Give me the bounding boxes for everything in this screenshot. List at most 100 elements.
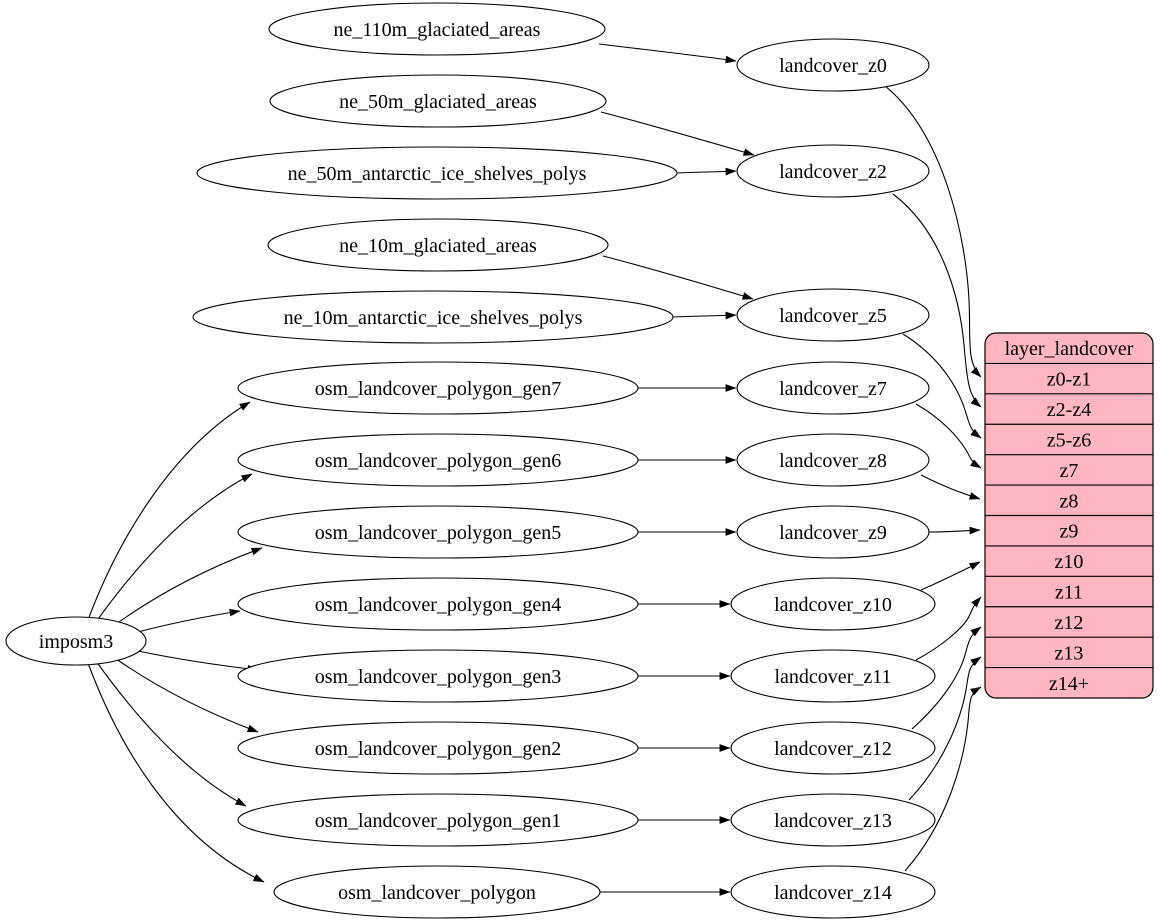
edge-landcover-z11-to-layer-landcover-z11 [915,596,982,661]
node-shape-landcover-z0 [736,38,930,92]
edge-ne-110m-glaciated-areas-to-landcover-z0 [598,43,737,64]
edges-layer [87,43,982,896]
node-shape-imposm3 [5,616,147,666]
node-shape-landcover-z10 [730,577,936,631]
node-landcover-z8: landcover_z8 [736,433,930,487]
node-shape-osm-landcover-polygon-gen4 [237,577,639,631]
node-landcover-z13: landcover_z13 [730,793,936,847]
edge-imposm3-to-osm-landcover-polygon-gen6 [95,473,253,623]
record-row-z5-z6: z5-z6 [1047,429,1091,451]
node-label-osm-landcover-polygon-gen1: osm_landcover_polygon_gen1 [315,810,562,832]
node-landcover-z12: landcover_z12 [730,721,936,775]
node-osm-landcover-polygon-gen5: osm_landcover_polygon_gen5 [237,505,639,559]
node-osm-landcover-polygon-gen7: osm_landcover_polygon_gen7 [237,361,639,415]
node-shape-osm-landcover-polygon [273,865,601,919]
node-label-landcover-z9: landcover_z9 [779,522,887,544]
edge-imposm3-to-osm-landcover-polygon-gen2 [111,655,259,733]
node-label-landcover-z11: landcover_z11 [775,666,892,688]
node-label-ne-10m-antarctic-ice-shelves-polys: ne_10m_antarctic_ice_shelves_polys [284,307,583,329]
node-label-landcover-z2: landcover_z2 [779,161,887,183]
node-label-ne-50m-antarctic-ice-shelves-polys: ne_50m_antarctic_ice_shelves_polys [288,163,587,185]
edge-landcover-z14-to-layer-landcover-z14 [904,686,982,872]
node-label-landcover-z10: landcover_z10 [774,594,892,616]
edge-landcover-z12-to-layer-landcover-z12 [911,626,982,730]
node-shape-landcover-z7 [736,361,930,415]
node-landcover-z5: landcover_z5 [736,288,930,342]
edge-imposm3-to-osm-landcover-polygon-gen7 [87,401,251,621]
node-landcover-z14: landcover_z14 [730,865,936,919]
node-landcover-z0: landcover_z0 [736,38,930,92]
node-shape-osm-landcover-polygon-gen1 [237,793,639,847]
node-osm-landcover-polygon-gen4: osm_landcover_polygon_gen4 [237,577,639,631]
node-label-landcover-z7: landcover_z7 [779,378,887,400]
record-row-z14plus: z14+ [1049,673,1089,695]
node-label-ne-50m-glaciated-areas: ne_50m_glaciated_areas [339,91,537,113]
edge-ne-10m-glaciated-areas-to-landcover-z5 [602,255,754,300]
node-osm-landcover-polygon-gen3: osm_landcover_polygon_gen3 [237,649,639,703]
node-landcover-z10: landcover_z10 [730,577,936,631]
node-shape-landcover-z12 [730,721,936,775]
record-layer-landcover: layer_landcoverz0-z1z2-z4z5-z6z7z8z9z10z… [984,332,1154,699]
edge-landcover-z13-to-layer-landcover-z13 [908,656,982,801]
node-shape-osm-landcover-polygon-gen7 [237,361,639,415]
edge-landcover-z5-to-layer-landcover-z5-z6 [902,333,982,439]
edge-imposm3-to-osm-landcover-polygon-gen3 [137,650,259,673]
edge-ne-50m-glaciated-areas-to-landcover-z2 [600,111,755,156]
node-shape-landcover-z8 [736,433,930,487]
node-landcover-z9: landcover_z9 [736,505,930,559]
record-row-z8: z8 [1060,490,1079,512]
node-osm-landcover-polygon-gen6: osm_landcover_polygon_gen6 [237,433,639,487]
record-row-z13: z13 [1055,642,1084,664]
record-layer: layer_landcoverz0-z1z2-z4z5-z6z7z8z9z10z… [984,332,1154,699]
node-osm-landcover-polygon-gen2: osm_landcover_polygon_gen2 [237,721,639,775]
edge-landcover-z0-to-layer-landcover-z0-z1 [884,85,982,378]
node-shape-landcover-z11 [730,649,936,703]
node-ne-110m-glaciated-areas: ne_110m_glaciated_areas [268,2,606,56]
node-label-landcover-z12: landcover_z12 [774,738,892,760]
record-title: layer_landcover [1005,338,1134,360]
edge-imposm3-to-osm-landcover-polygon-gen4 [137,608,241,633]
node-shape-landcover-z14 [730,865,936,919]
node-label-osm-landcover-polygon-gen2: osm_landcover_polygon_gen2 [315,738,562,760]
record-row-z0-z1: z0-z1 [1047,369,1091,391]
node-label-landcover-z8: landcover_z8 [779,450,887,472]
edge-imposm3-to-osm-landcover-polygon [87,662,265,883]
node-shape-landcover-z13 [730,793,936,847]
node-shape-ne-50m-antarctic-ice-shelves-polys [196,146,678,200]
node-osm-landcover-polygon: osm_landcover_polygon [273,865,601,919]
node-osm-landcover-polygon-gen1: osm_landcover_polygon_gen1 [237,793,639,847]
node-label-landcover-z0: landcover_z0 [779,55,887,77]
edge-landcover-z7-to-layer-landcover-z7 [915,403,982,469]
edge-landcover-z8-to-layer-landcover-z8 [920,474,981,500]
node-label-osm-landcover-polygon-gen3: osm_landcover_polygon_gen3 [315,666,562,688]
node-imposm3: imposm3 [5,616,147,666]
node-label-ne-10m-glaciated-areas: ne_10m_glaciated_areas [339,235,537,257]
edge-ne-10m-antarctic-ice-shelves-polys-to-landcover-z5 [672,311,737,320]
node-landcover-z7: landcover_z7 [736,361,930,415]
record-row-z2-z4: z2-z4 [1047,399,1091,421]
node-ne-10m-glaciated-areas: ne_10m_glaciated_areas [267,218,609,272]
node-label-osm-landcover-polygon-gen7: osm_landcover_polygon_gen7 [315,378,562,400]
record-row-z11: z11 [1055,582,1083,604]
edge-imposm3-to-osm-landcover-polygon-gen1 [95,660,247,807]
node-label-osm-landcover-polygon-gen4: osm_landcover_polygon_gen4 [315,594,562,616]
node-landcover-z2: landcover_z2 [736,144,930,198]
node-label-imposm3: imposm3 [39,631,113,653]
edge-ne-50m-antarctic-ice-shelves-polys-to-landcover-z2 [676,167,737,176]
node-shape-landcover-z5 [736,288,930,342]
record-row-z12: z12 [1055,612,1084,634]
edge-imposm3-to-osm-landcover-polygon-gen5 [111,547,263,628]
node-landcover-z11: landcover_z11 [730,649,936,703]
node-label-osm-landcover-polygon: osm_landcover_polygon [338,882,536,904]
node-shape-ne-50m-glaciated-areas [269,74,607,128]
node-shape-landcover-z2 [736,144,930,198]
node-label-ne-110m-glaciated-areas: ne_110m_glaciated_areas [334,19,541,41]
node-label-landcover-z5: landcover_z5 [779,305,887,327]
node-label-landcover-z13: landcover_z13 [774,810,892,832]
node-ne-50m-glaciated-areas: ne_50m_glaciated_areas [269,74,607,128]
node-shape-ne-110m-glaciated-areas [268,2,606,56]
node-ne-10m-antarctic-ice-shelves-polys: ne_10m_antarctic_ice_shelves_polys [192,290,674,344]
edge-landcover-z2-to-layer-landcover-z2-z4 [892,193,982,408]
